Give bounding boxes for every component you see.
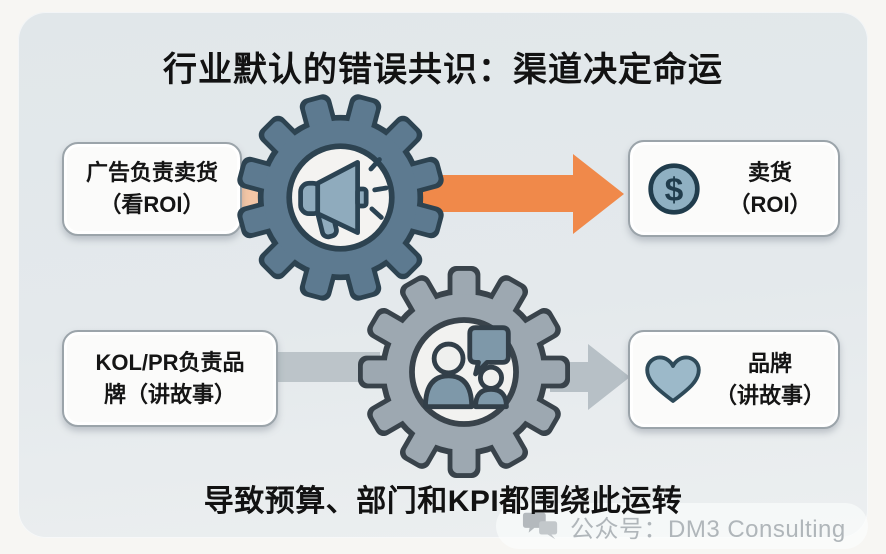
dollar-coin-icon: $ [648, 162, 700, 215]
heart-icon [645, 355, 701, 403]
page-title: 行业默认的错误共识：渠道决定命运 [163, 51, 723, 89]
source-box-kol-pr: KOL/PR负责品 牌（讲故事） [62, 330, 278, 427]
source-box-advertising: 广告负责卖货 （看ROI） [62, 142, 242, 236]
gray-arrow-icon [550, 344, 630, 410]
source-box-kol-pr-label: KOL/PR负责品 牌（讲故事） [95, 349, 245, 407]
target-box-sell: $ 卖货 （ROI） [628, 140, 840, 237]
footer-caption: 导致预算、部门和KPI都围绕此运转 [203, 485, 683, 518]
chat-bubbles-icon [522, 512, 558, 540]
gear-kol-pr [358, 266, 570, 478]
megaphone-icon [298, 157, 389, 240]
people-chat-icon [423, 325, 511, 410]
target-box-brand-label: 品牌 （讲故事） [714, 350, 825, 408]
orange-arrow-icon [418, 154, 624, 234]
target-box-sell-label: 卖货 （ROI） [728, 159, 812, 217]
source-box-advertising-label: 广告负责卖货 （看ROI） [85, 160, 218, 217]
gear-advertising [236, 93, 445, 302]
target-box-brand: 品牌 （讲故事） [628, 330, 840, 429]
watermark: 公众号：DM3 Consulting [496, 503, 868, 549]
svg-text:$: $ [665, 172, 684, 209]
watermark-text: 公众号：DM3 Consulting [570, 515, 846, 543]
